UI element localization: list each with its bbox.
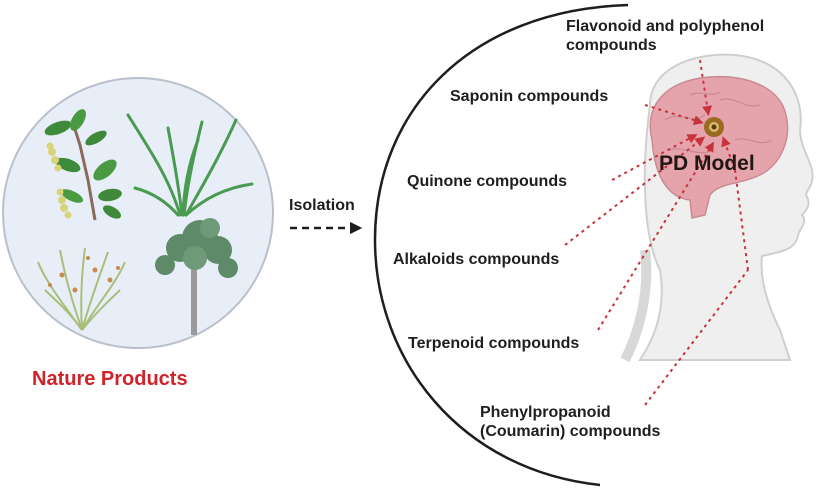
compound-group-arc xyxy=(373,3,629,487)
shrub-plant-icon xyxy=(37,247,126,331)
arrow-saponin xyxy=(644,104,704,126)
arrow-quinone xyxy=(611,134,698,181)
tree-plant-icon xyxy=(155,218,238,335)
compound-label-line: Flavonoid and polyphenol xyxy=(566,18,765,35)
nature-products-label: Nature Products xyxy=(32,368,188,390)
compound-label-line: compounds xyxy=(566,37,657,54)
compound-label-alkaloids: Alkaloids compounds xyxy=(393,251,560,268)
compound-label-terpenoid: Terpenoid compounds xyxy=(408,335,580,352)
compound-label-saponin: Saponin compounds xyxy=(450,88,609,105)
pd-model-label: PD Model xyxy=(659,152,755,175)
brain-icon xyxy=(649,75,789,219)
compound-label-line: Phenylpropanoid xyxy=(480,404,611,421)
grass-plant-icon xyxy=(126,113,254,217)
compound-arrows xyxy=(564,59,749,406)
arrow-terpenoid xyxy=(597,141,715,331)
isolation-label: Isolation xyxy=(289,197,355,214)
compound-label-flavonoid: Flavonoid and polyphenol compounds xyxy=(566,17,764,55)
compound-label-phenylpropanoid: Phenylpropanoid (Coumarin) compounds xyxy=(480,403,660,441)
barberry-plant-icon xyxy=(44,109,122,221)
lesion-target-icon xyxy=(704,117,724,137)
arrow-phenylpropanoid-head xyxy=(721,136,736,171)
nature-products-circle xyxy=(2,77,274,349)
arrow-phenylpropanoid xyxy=(644,269,749,406)
compound-label-quinone: Quinone compounds xyxy=(407,173,567,190)
arrow-alkaloids xyxy=(564,136,706,246)
arrow-phenylpropanoid-upper xyxy=(734,169,749,271)
arrow-flavonoid xyxy=(699,59,713,116)
compound-label-line: (Coumarin) compounds xyxy=(480,423,661,440)
